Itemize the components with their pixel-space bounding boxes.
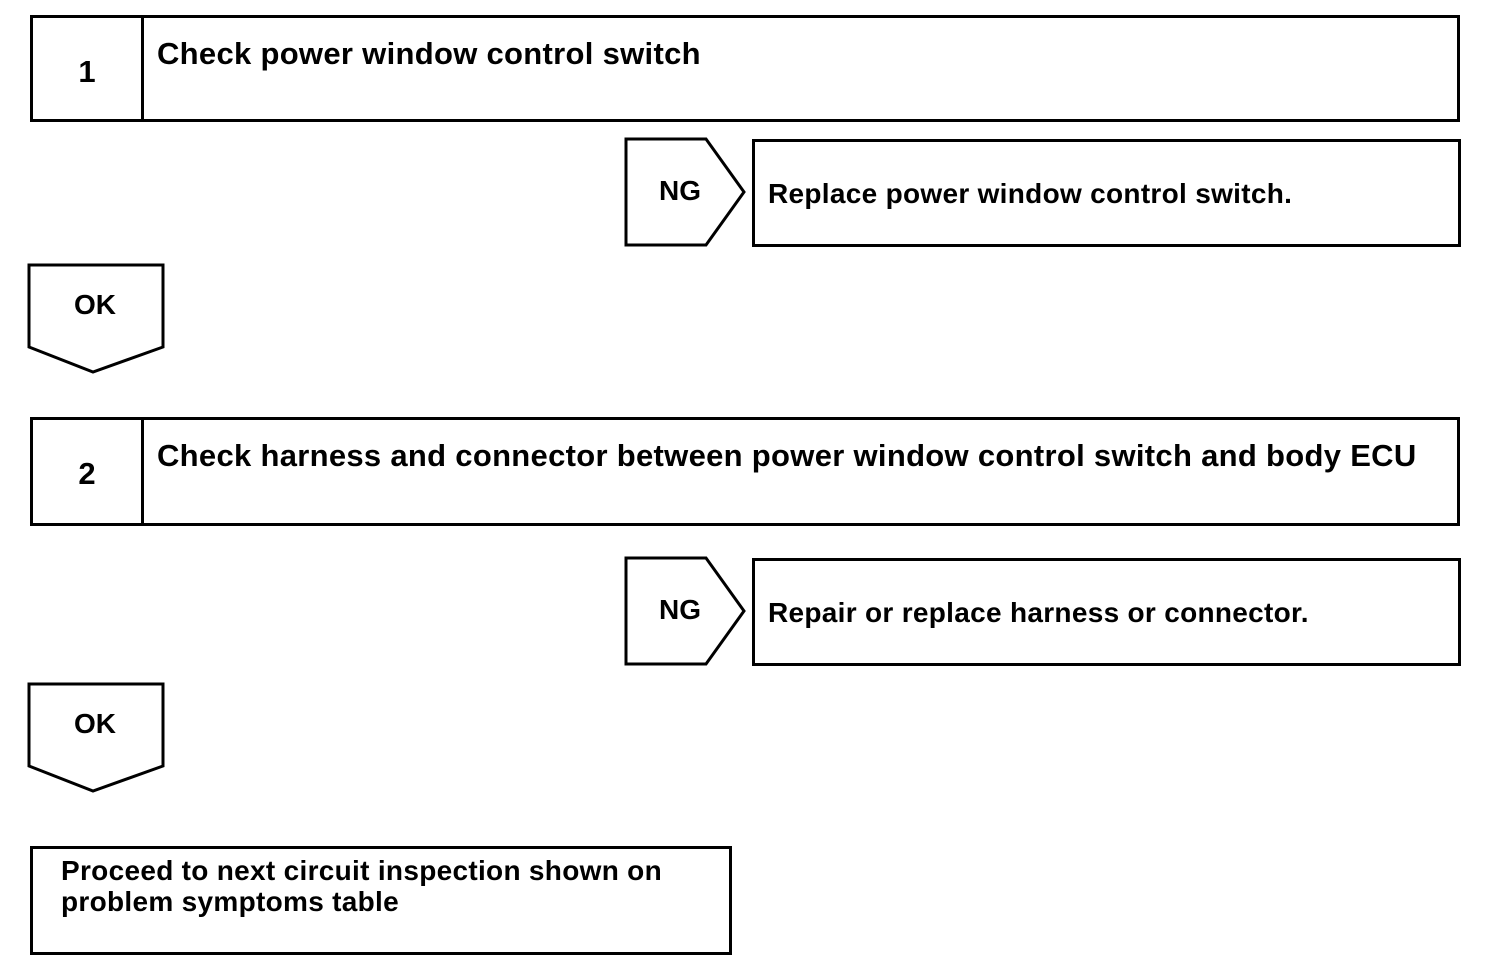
step-1-box: 1 Check power window control switch	[30, 15, 1460, 122]
ng-1-label: NG	[659, 175, 701, 206]
step-1-text: Check power window control switch	[157, 36, 701, 71]
step-2-text: Check harness and connector between powe…	[157, 438, 1417, 473]
ok-1-arrow	[27, 263, 165, 374]
ok-2-arrow	[27, 682, 165, 793]
ng-2-arrow	[624, 556, 746, 666]
step-2-number: 2	[33, 420, 144, 523]
step-1-number: 1	[33, 18, 144, 119]
ng-2-action-text: Repair or replace harness or connector.	[768, 597, 1309, 628]
ng-1-action-text: Replace power window control switch.	[768, 178, 1293, 209]
ng-1-action-box: Replace power window control switch.	[752, 139, 1461, 247]
ok-2-label: OK	[74, 708, 116, 739]
final-action-text: Proceed to next circuit inspection shown…	[61, 855, 662, 917]
final-action-box: Proceed to next circuit inspection shown…	[30, 846, 732, 955]
step-2-box: 2 Check harness and connector between po…	[30, 417, 1460, 526]
ok-1-label: OK	[74, 289, 116, 320]
ng-2-action-box: Repair or replace harness or connector.	[752, 558, 1461, 666]
ng-1-arrow	[624, 137, 746, 247]
ng-2-label: NG	[659, 594, 701, 625]
